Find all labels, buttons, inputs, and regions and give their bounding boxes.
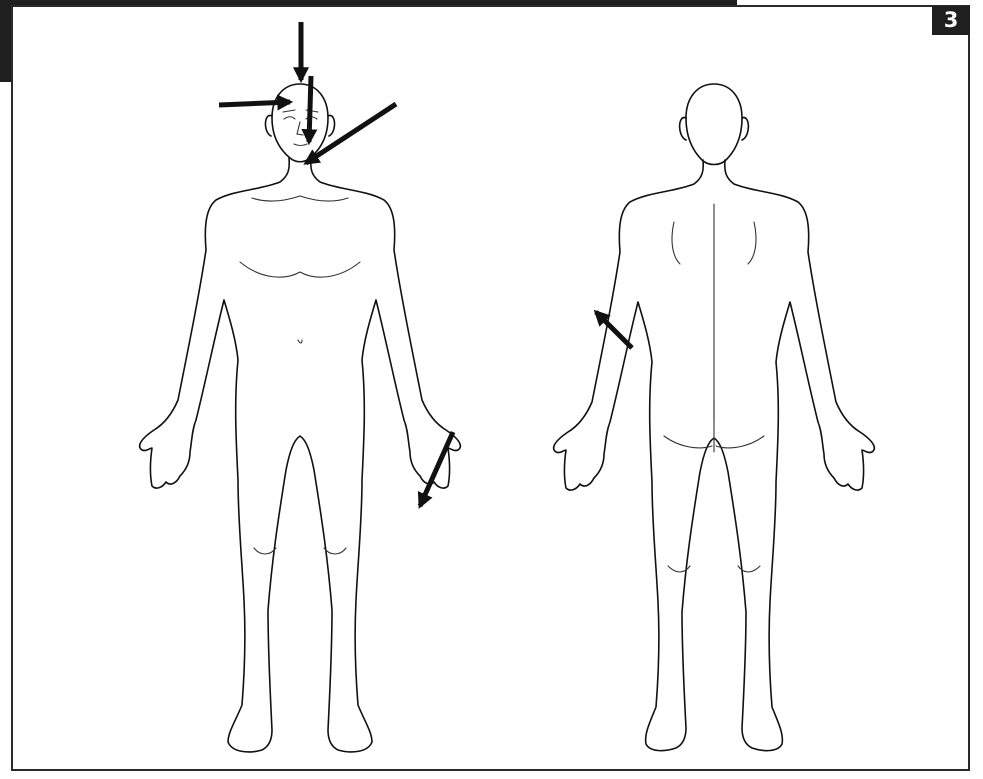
- front-body-outline: [140, 158, 461, 752]
- back-view-figure: [554, 84, 875, 751]
- front-knee-left: [324, 548, 346, 554]
- back-ear-right: [680, 118, 686, 140]
- front-mouth: [294, 144, 307, 146]
- front-knee-right: [254, 548, 276, 554]
- arrow-back-upper-arm: [596, 312, 632, 348]
- back-scapula-left: [748, 222, 756, 264]
- arrow-face: [309, 76, 311, 142]
- injury-arrows: [219, 22, 632, 506]
- front-view-figure: [140, 84, 461, 752]
- front-eye-right: [284, 117, 295, 119]
- back-gluteal-fold-left: [716, 436, 764, 448]
- back-scapula-right: [672, 222, 680, 264]
- back-gluteal-fold-right: [664, 436, 712, 448]
- front-brow-right: [283, 110, 295, 112]
- arrow-side-of-face: [306, 104, 396, 163]
- arrow-side-of-head: [219, 102, 290, 105]
- front-navel: [298, 340, 302, 343]
- front-nose: [297, 122, 303, 135]
- front-chest-line: [240, 262, 360, 277]
- back-ear-left: [742, 118, 748, 140]
- front-ear-left: [328, 115, 335, 136]
- back-head: [686, 84, 742, 165]
- front-clavicle: [252, 196, 348, 201]
- arrow-left-wrist: [420, 432, 453, 506]
- front-ear-right: [265, 115, 272, 136]
